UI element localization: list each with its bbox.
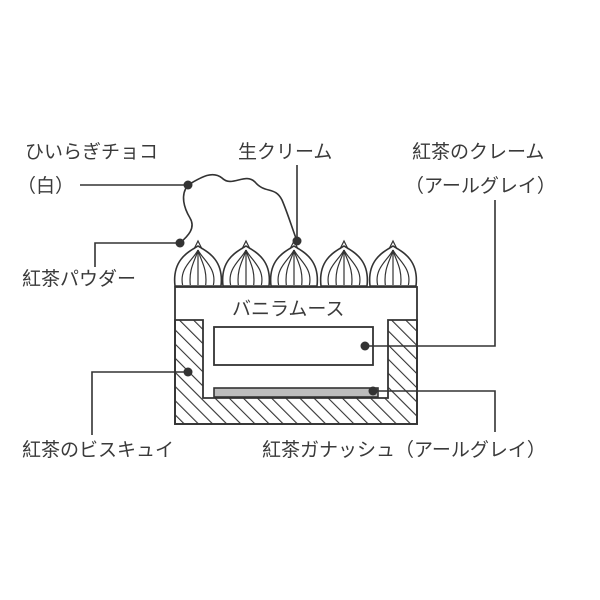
- marker-dot-namacream: [292, 236, 302, 246]
- label-vanilla-mousse: バニラムース: [232, 298, 344, 320]
- leader-lines: [80, 165, 496, 435]
- marker-dot-ganache: [368, 386, 378, 396]
- marker-dot-biscuit: [183, 367, 193, 377]
- label-kocha-biscuit: 紅茶のビスキュイ: [22, 439, 174, 461]
- marker-dot-powder: [175, 238, 185, 248]
- label-hiiragi-choco: ひいらぎチョコ: [25, 141, 158, 163]
- label-kocha-powder: 紅茶パウダー: [22, 268, 136, 290]
- kocha-cream-insert: [213, 326, 374, 366]
- label-nama-cream: 生クリーム: [238, 141, 332, 163]
- cream-rosette: [368, 239, 418, 287]
- cream-rosettes: [173, 239, 418, 287]
- cream-rosette: [173, 239, 223, 287]
- vanilla-mousse-body: [174, 286, 418, 425]
- label-kocha-cream-earlgrey: （アールグレイ）: [405, 175, 556, 197]
- cream-rosette: [221, 239, 271, 287]
- label-kocha-ganache: 紅茶ガナッシュ（アールグレイ）: [262, 439, 546, 461]
- label-kocha-cream: 紅茶のクレーム: [412, 141, 544, 163]
- label-hiiragi-choco-white: （白）: [17, 175, 74, 197]
- marker-dot-kocha-cream: [360, 341, 370, 351]
- marker-dot-hiiragi: [183, 180, 193, 190]
- cream-rosette: [319, 239, 369, 287]
- cream-rosette: [269, 239, 319, 287]
- kocha-ganache-layer: [213, 387, 379, 398]
